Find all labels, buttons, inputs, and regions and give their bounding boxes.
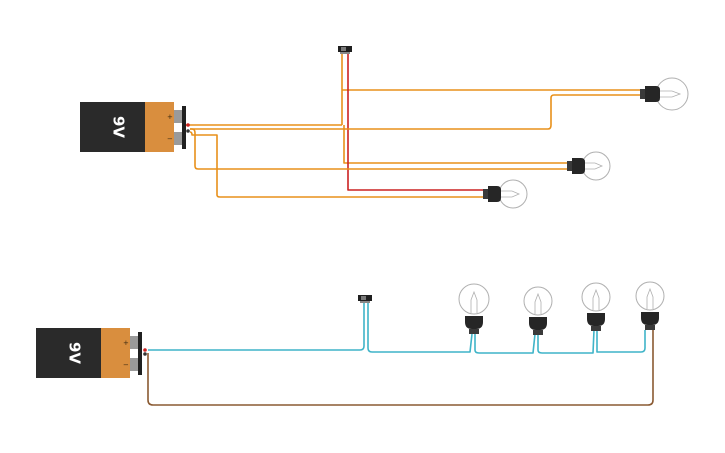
bottom-wire-bulb2-to-bulb3[interactable] xyxy=(537,329,595,354)
battery-minus-sign: − xyxy=(167,135,173,143)
top-wires xyxy=(186,54,640,198)
bulb-filament xyxy=(646,287,654,309)
bulb-glass xyxy=(655,77,689,111)
top-wire-bulb3-return[interactable] xyxy=(189,131,484,198)
bulb-glass xyxy=(635,281,665,311)
switch-slider[interactable] xyxy=(341,47,346,51)
switch-slider[interactable] xyxy=(361,296,366,300)
bulb-contacts xyxy=(591,326,601,331)
bulb-filament xyxy=(470,290,478,313)
bulb-socket xyxy=(465,316,483,329)
top-wire-bulb1-return[interactable] xyxy=(190,94,640,130)
switch-pins xyxy=(340,52,350,54)
bulb-contacts xyxy=(483,189,488,199)
bottom-wire-return[interactable] xyxy=(147,330,654,406)
bottom-bulb-3[interactable] xyxy=(581,282,611,331)
battery-minus-lead-dot xyxy=(143,352,147,356)
battery-terminal-minus[interactable] xyxy=(130,358,138,371)
bulb-socket xyxy=(488,186,501,202)
bulb-filament xyxy=(592,288,600,310)
bulb-socket xyxy=(529,317,547,330)
battery-connector-clip[interactable] xyxy=(182,106,186,149)
battery-body xyxy=(36,328,103,378)
bulb-glass xyxy=(498,179,528,209)
bulb-filament xyxy=(583,162,604,170)
battery-body xyxy=(80,102,147,152)
top-battery[interactable]: 9V + − xyxy=(80,102,190,152)
bottom-slide-switch[interactable] xyxy=(358,295,372,303)
bottom-wire-bulb1-to-bulb2[interactable] xyxy=(474,333,536,354)
bulb-socket xyxy=(587,313,605,326)
bottom-circuit: 9V + − xyxy=(36,281,665,406)
bulb-socket xyxy=(572,158,585,174)
bulb-glass xyxy=(458,283,490,315)
bulb-socket xyxy=(641,312,659,325)
battery-minus-sign: − xyxy=(123,361,129,369)
bulb-glass xyxy=(523,286,553,316)
bulb-socket xyxy=(645,86,660,102)
bottom-bulb-1[interactable] xyxy=(458,283,490,334)
bulb-contacts xyxy=(469,329,479,334)
bottom-bulb-4[interactable] xyxy=(635,281,665,330)
bulb-filament xyxy=(658,90,682,98)
bottom-bulb-2[interactable] xyxy=(523,286,553,335)
battery-cap xyxy=(101,328,130,378)
bulb-filament xyxy=(534,292,542,314)
battery-terminal-minus[interactable] xyxy=(174,132,182,145)
bulb-glass xyxy=(581,151,611,181)
battery-terminal-plus[interactable] xyxy=(174,110,182,123)
battery-terminal-plus[interactable] xyxy=(130,336,138,349)
top-slide-switch[interactable] xyxy=(338,46,352,54)
battery-minus-lead-dot xyxy=(186,129,190,133)
battery-plus-lead-dot xyxy=(143,348,147,352)
top-bulb-2[interactable] xyxy=(567,151,611,181)
battery-connector-clip[interactable] xyxy=(138,332,142,375)
bulb-contacts xyxy=(645,325,655,330)
switch-pins xyxy=(360,301,370,303)
bottom-wire-battery-to-switch[interactable] xyxy=(148,302,365,351)
bulb-contacts xyxy=(533,330,543,335)
battery-cap xyxy=(145,102,174,152)
top-bulb-3[interactable] xyxy=(483,179,528,209)
battery-plus-sign: + xyxy=(167,113,173,121)
battery-label: 9V xyxy=(110,116,128,138)
top-wire-bulb2-return[interactable] xyxy=(190,128,568,170)
bottom-wire-bulb3-to-bulb4[interactable] xyxy=(596,330,646,353)
bottom-wires xyxy=(147,302,654,406)
top-wire-switch-to-bulb2[interactable] xyxy=(343,125,568,164)
top-circuit: 9V + − xyxy=(80,46,689,209)
bottom-wire-switch-to-bulbs[interactable] xyxy=(367,302,473,353)
top-wire-switch-leg-red[interactable] xyxy=(347,54,484,191)
bulb-contacts xyxy=(640,89,645,99)
battery-plus-sign: + xyxy=(123,339,129,347)
bottom-battery[interactable]: 9V + − xyxy=(36,328,147,378)
battery-plus-lead-dot xyxy=(186,123,190,127)
bulb-contacts xyxy=(567,161,572,171)
battery-label: 9V xyxy=(66,342,84,364)
bulb-filament xyxy=(500,190,521,198)
top-bulb-1[interactable] xyxy=(640,77,689,111)
bulb-glass xyxy=(581,282,611,312)
